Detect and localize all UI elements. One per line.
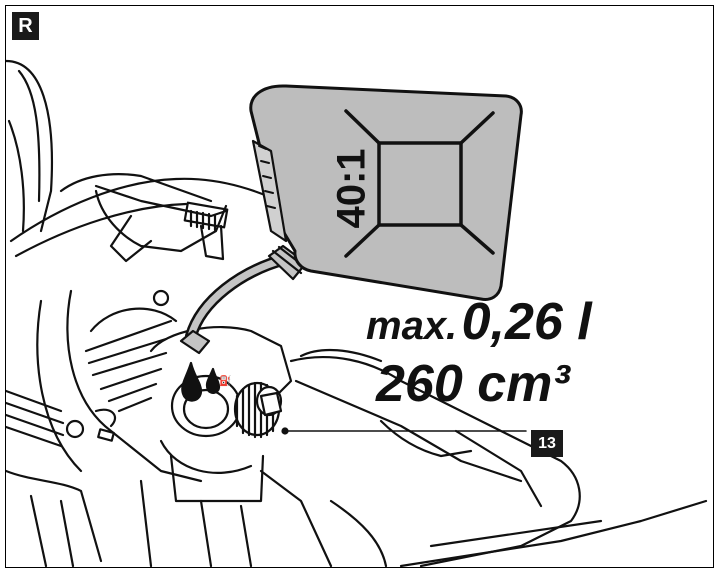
capacity-litres: max. 0,26 l (366, 296, 592, 348)
hand-guard (94, 189, 228, 253)
diagram-frame: ⛽ (5, 5, 714, 568)
fuel-drop-icon (181, 361, 203, 402)
canister-ratio-label: 40:1 (329, 148, 374, 229)
capacity-value-cm3: 260 cm³ (376, 355, 570, 413)
tank-recess (149, 325, 293, 403)
canister-spout-inner (187, 255, 290, 340)
capacity-prefix: max. (366, 304, 458, 348)
canister-spout-outer (185, 253, 292, 342)
callout-badge: 13 (531, 430, 563, 457)
saw-top-cover (9, 177, 303, 243)
section-badge: R (12, 12, 39, 40)
capacity-value-litres: 0,26 l (461, 293, 592, 351)
rear-handle (6, 59, 53, 233)
svg-text:⛽: ⛽ (219, 374, 231, 387)
cooling-vents (84, 307, 178, 413)
fuel-cap (233, 381, 283, 439)
fuel-canister (249, 84, 523, 301)
illustration: ⛽ (6, 59, 708, 567)
